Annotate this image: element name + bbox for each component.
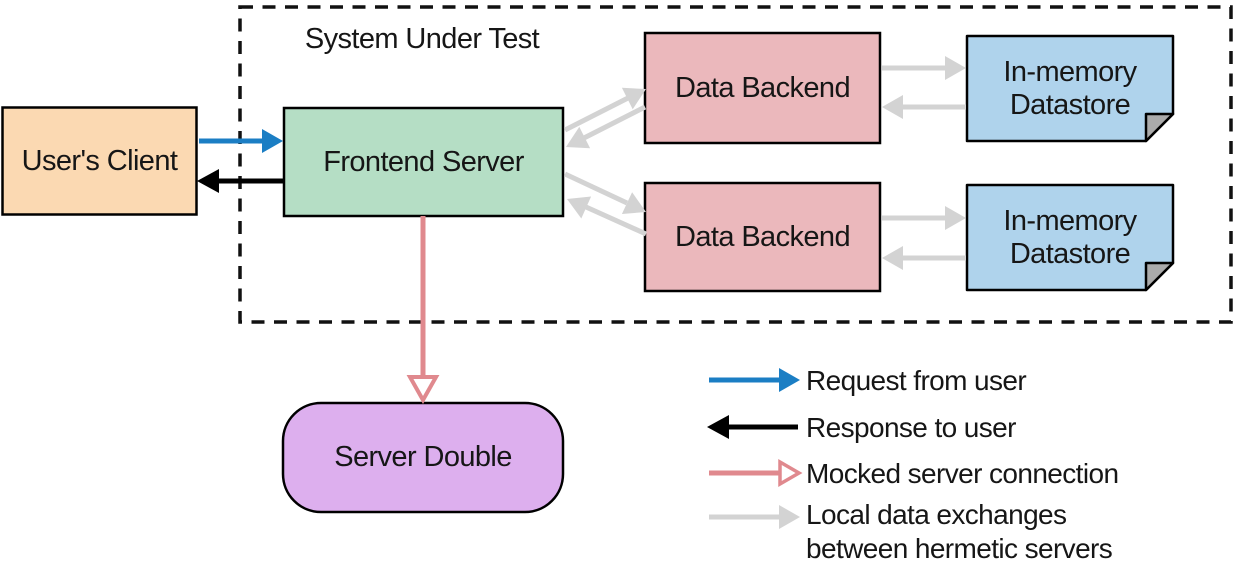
local-arrowhead-icon <box>882 246 903 270</box>
local-arrowhead-icon <box>882 95 903 119</box>
legend-mocked-label: Mocked server connection <box>806 457 1119 489</box>
legend-request-arrow <box>709 368 800 392</box>
local-arrow-line <box>582 104 647 141</box>
legend-mocked-arrow <box>709 458 803 488</box>
legend-response-label: Response to user <box>806 411 1016 443</box>
inmemory-datastore-1-node-shape <box>965 34 1175 143</box>
legend-response-arrowhead-icon <box>707 415 729 439</box>
local-arrow-line <box>584 204 648 237</box>
local-arrowhead-icon <box>945 56 966 80</box>
local-arrowhead-icon <box>621 192 646 214</box>
local-arrow-line <box>563 95 630 133</box>
inmemory-datastore-1-fold-icon <box>1144 112 1175 143</box>
request-arrowhead-icon <box>262 129 283 153</box>
local-arrow-line <box>563 171 629 206</box>
response-arrowhead-icon <box>197 169 219 193</box>
request-arrow <box>199 129 283 153</box>
local-exchange-backend1-datastore1 <box>882 56 966 119</box>
frontend-server-node-shape <box>282 106 565 218</box>
legend-request-arrowhead-icon <box>779 368 800 392</box>
response-arrow <box>197 169 283 193</box>
legend-request-label: Request from user <box>806 364 1027 396</box>
legend-mocked-arrowhead-icon <box>778 458 803 488</box>
local-exchange-frontend-backend1 <box>563 87 647 149</box>
data-backend-1-node-shape <box>643 31 882 145</box>
server-double-node-shape <box>281 401 565 514</box>
inmemory-datastore-2-fold-icon <box>1144 261 1175 292</box>
mocked-arrowhead-icon <box>406 375 440 405</box>
legend-response-arrow <box>707 415 798 439</box>
users-client-node-shape <box>1 106 198 216</box>
local-arrowhead-icon <box>567 196 592 219</box>
legend-local-label: Local data exchanges between hermetic se… <box>806 499 1113 565</box>
local-arrowhead-icon <box>621 87 646 110</box>
data-backend-2-node-shape <box>643 181 882 293</box>
local-exchange-frontend-backend2 <box>563 171 648 237</box>
inmemory-datastore-2-node-shape <box>965 183 1175 292</box>
system-under-test-boundary <box>238 5 1233 324</box>
local-exchange-backend2-datastore2 <box>882 206 966 270</box>
mocked-connection-arrow <box>406 216 440 405</box>
local-arrowhead-icon <box>566 126 591 149</box>
legend-local-arrow <box>709 505 800 529</box>
legend-local-arrowhead-icon <box>779 505 800 529</box>
local-arrowhead-icon <box>945 206 966 230</box>
